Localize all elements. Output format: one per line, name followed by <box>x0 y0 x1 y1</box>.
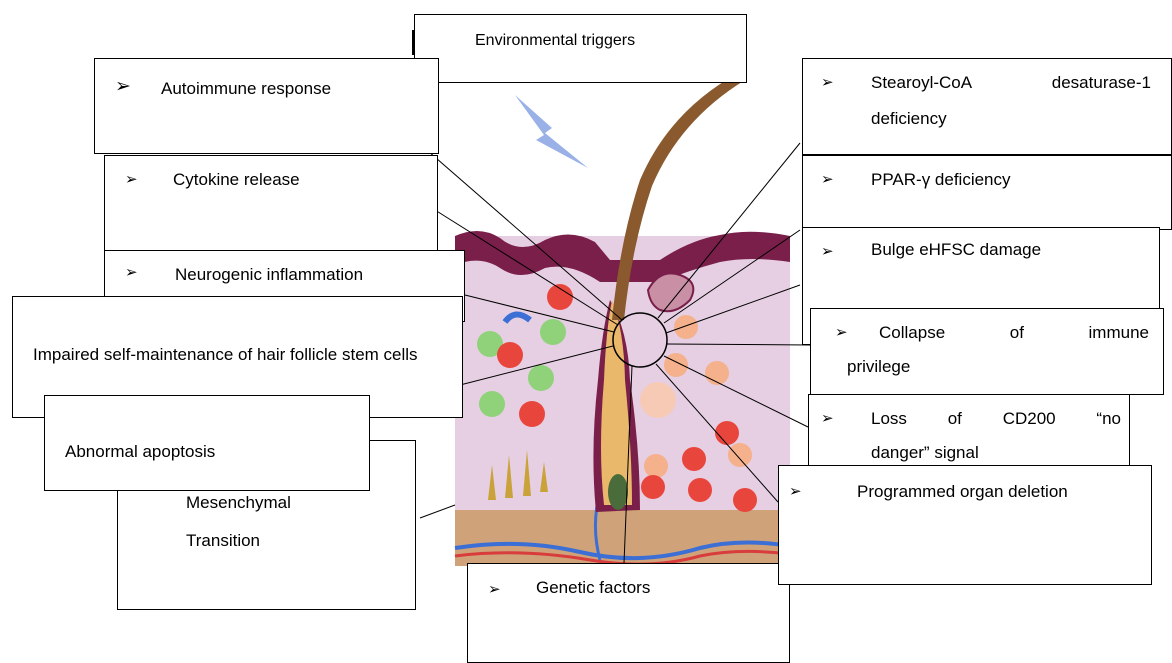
bullet-icon: ➢ <box>125 170 138 188</box>
bullet-icon: ➢ <box>125 263 138 281</box>
abnormal-apoptosis-box: Abnormal apoptosis <box>44 395 370 491</box>
bullet-icon: ➢ <box>835 323 848 341</box>
bullet-icon: ➢ <box>821 73 834 91</box>
bullet-icon: ➢ <box>488 580 501 598</box>
cd200-signal-box: ➢ Loss of CD200 “no danger” signal <box>808 394 1130 476</box>
mesenchymal-label: Mesenchymal <box>186 489 291 517</box>
bulge-ehfsc-label: Bulge eHFSC damage <box>871 236 1041 264</box>
immune-privilege-box: ➢ Collapse of immune privilege <box>810 308 1164 395</box>
environmental-triggers-label: Environmental triggers <box>475 27 635 55</box>
transition-label: Transition <box>186 527 260 555</box>
cd200-label: Loss of CD200 “no <box>871 405 1121 433</box>
environmental-triggers-box: Environmental triggers <box>414 14 747 83</box>
stearoyl-coa-label: Stearoyl-CoA desaturase-1 <box>871 69 1151 97</box>
collapse-immune-label: Collapse of immune <box>879 319 1149 347</box>
lightning-bolt-icon <box>515 95 588 168</box>
cytokine-release-box: ➢ Cytokine release <box>104 155 438 254</box>
bullet-icon: ➢ <box>821 409 834 427</box>
autoimmune-response-label: Autoimmune response <box>161 75 331 103</box>
bullet-icon: ➢ <box>789 482 802 500</box>
cytokine-release-label: Cytokine release <box>173 166 300 194</box>
impaired-self-maintenance-label: Impaired self-maintenance of hair follic… <box>33 345 443 364</box>
privilege-label: privilege <box>847 353 910 381</box>
bullet-icon: ➢ <box>821 170 834 188</box>
ppar-gamma-label: PPAR-γ deficiency <box>871 166 1011 194</box>
programmed-organ-deletion-box: ➢ Programmed organ deletion <box>778 465 1152 585</box>
abnormal-apoptosis-label: Abnormal apoptosis <box>65 438 215 466</box>
genetic-factors-label: Genetic factors <box>536 574 650 602</box>
ppar-gamma-box: ➢ PPAR-γ deficiency <box>802 155 1172 230</box>
danger-signal-label: danger” signal <box>871 439 979 467</box>
autoimmune-response-box: ➢ Autoimmune response <box>94 58 439 154</box>
stearoyl-coa-box: ➢ Stearoyl-CoA desaturase-1 deficiency <box>802 58 1172 155</box>
neurogenic-inflammation-label: Neurogenic inflammation <box>175 261 363 289</box>
genetic-factors-box: ➢ Genetic factors <box>467 563 790 663</box>
bullet-icon: ➢ <box>821 242 834 260</box>
deficiency-label: deficiency <box>871 105 947 133</box>
bullet-icon: ➢ <box>115 75 131 98</box>
programmed-organ-deletion-label: Programmed organ deletion <box>857 478 1068 506</box>
